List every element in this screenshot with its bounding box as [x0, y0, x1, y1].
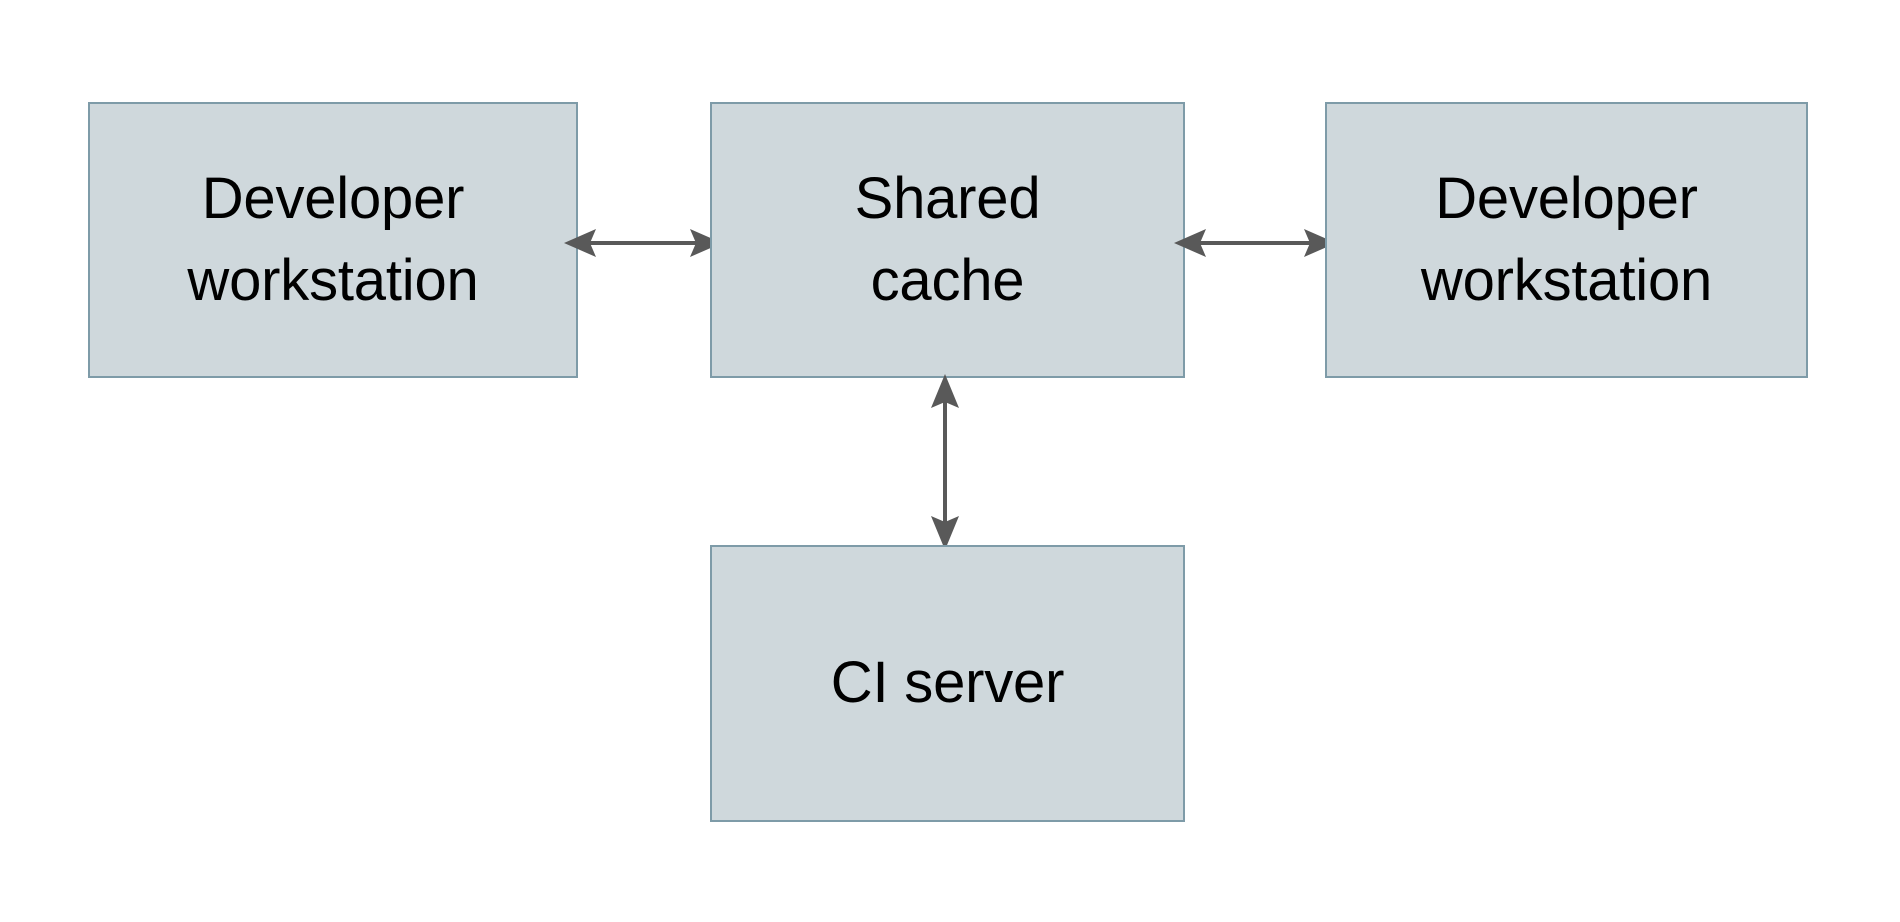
node-label: CI server	[830, 650, 1065, 716]
node-developer-workstation-left[interactable]: Developer workstation	[88, 102, 578, 378]
connector-shared-cache-to-dev-right	[1172, 218, 1338, 268]
double-arrow-horizontal-icon	[564, 229, 722, 257]
double-arrow-vertical-icon	[931, 374, 959, 550]
node-developer-workstation-right[interactable]: Developer workstation	[1325, 102, 1808, 378]
connector-dev-left-to-shared-cache	[562, 218, 724, 268]
node-ci-server[interactable]: CI server	[710, 545, 1185, 822]
node-label: Developer workstation	[187, 165, 479, 313]
node-label: Shared cache	[854, 165, 1041, 313]
node-shared-cache[interactable]: Shared cache	[710, 102, 1185, 378]
connector-shared-cache-to-ci-server	[912, 372, 978, 552]
node-label: Developer workstation	[1420, 165, 1713, 313]
double-arrow-horizontal-icon	[1174, 229, 1336, 257]
